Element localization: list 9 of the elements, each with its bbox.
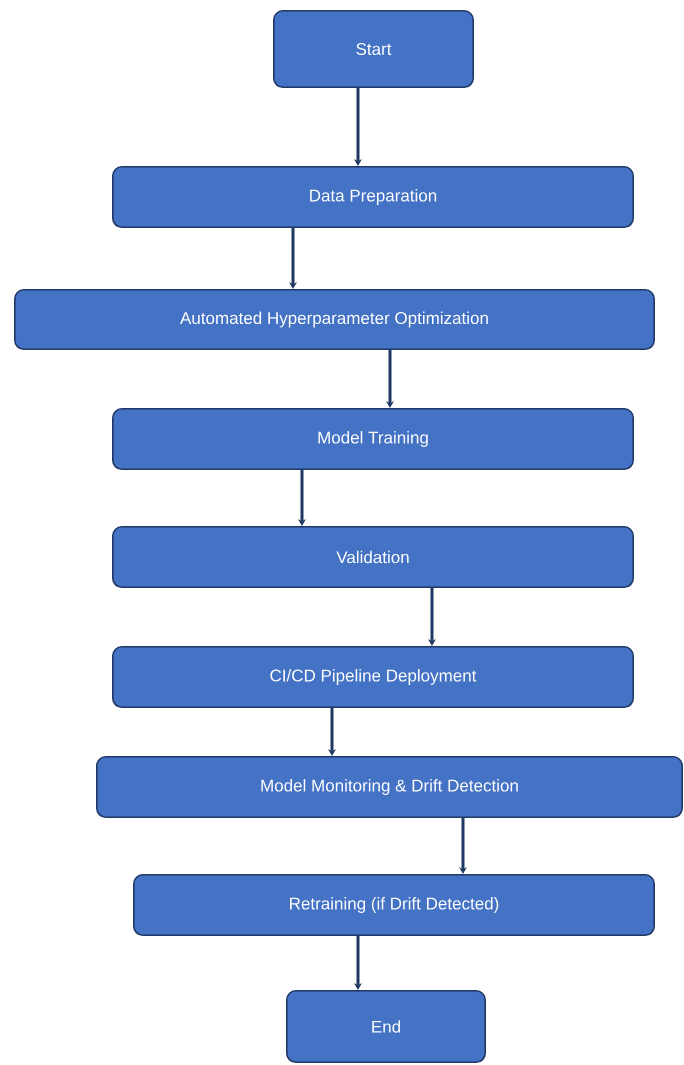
process-box: Model Monitoring & Drift Detection bbox=[96, 756, 683, 818]
process-box: Model Training bbox=[112, 408, 634, 470]
process-box: Start bbox=[273, 10, 474, 88]
process-box: Retraining (if Drift Detected) bbox=[133, 874, 655, 936]
process-box: CI/CD Pipeline Deployment bbox=[112, 646, 634, 708]
process-box: End bbox=[286, 990, 486, 1063]
process-box: Validation bbox=[112, 526, 634, 588]
process-box: Automated Hyperparameter Optimization bbox=[14, 289, 655, 350]
process-box: Data Preparation bbox=[112, 166, 634, 228]
